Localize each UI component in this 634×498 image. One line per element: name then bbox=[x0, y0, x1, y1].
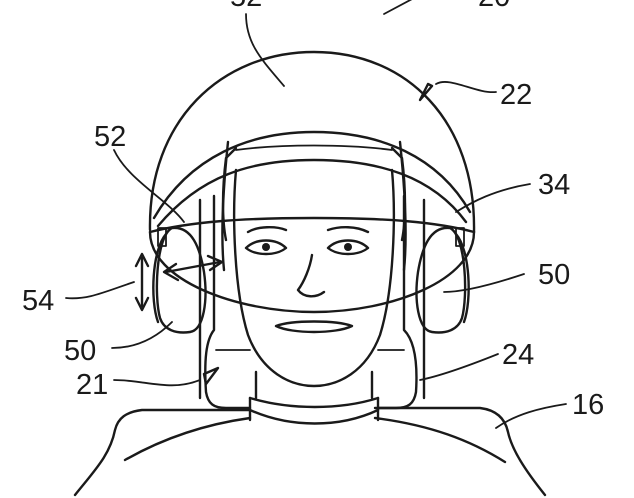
reference-labels: 52 20 22 52 34 50 54 50 24 21 16 bbox=[22, 0, 604, 421]
label-21: 21 bbox=[76, 369, 108, 401]
face bbox=[244, 226, 370, 334]
helmet-shell bbox=[148, 50, 476, 234]
label-16: 16 bbox=[572, 389, 604, 421]
neck bbox=[248, 370, 380, 425]
label-24: 24 bbox=[502, 339, 534, 371]
leader-lines bbox=[65, 0, 567, 429]
side-support-right bbox=[376, 194, 426, 410]
label-50-right: 50 bbox=[538, 259, 570, 291]
label-20: 20 bbox=[478, 0, 510, 13]
label-54: 54 bbox=[22, 285, 54, 317]
ear-cup-left bbox=[152, 226, 207, 334]
side-support-left bbox=[198, 194, 252, 410]
adjustment-arrows bbox=[134, 252, 224, 312]
ear-cup-right bbox=[415, 226, 470, 334]
label-52-top: 52 bbox=[230, 0, 262, 13]
visor bbox=[148, 144, 476, 314]
shoulders bbox=[73, 406, 547, 497]
label-34: 34 bbox=[538, 169, 570, 201]
label-52: 52 bbox=[94, 121, 126, 153]
label-50-left: 50 bbox=[64, 335, 96, 367]
label-22: 22 bbox=[500, 79, 532, 111]
